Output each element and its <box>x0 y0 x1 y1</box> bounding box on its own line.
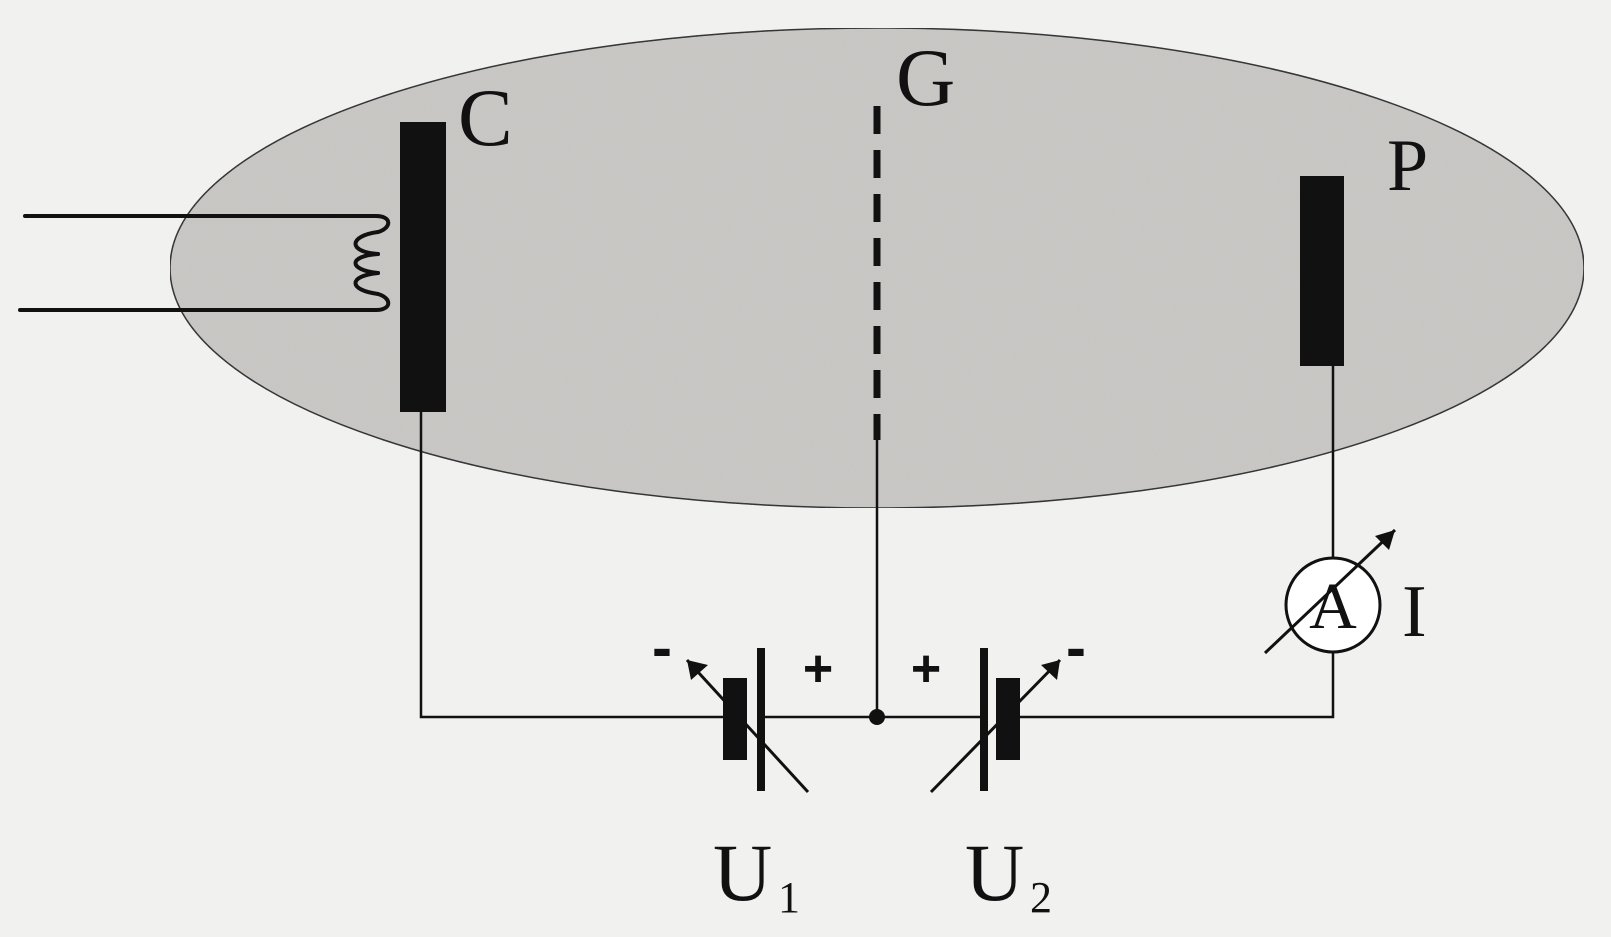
u2-negative-sign: - <box>1066 614 1086 681</box>
anode-plate <box>1300 176 1344 366</box>
grid-label: G <box>896 32 955 123</box>
plate-label: P <box>1387 125 1428 207</box>
variable-arrow-icon <box>929 658 1062 794</box>
voltage-u2-subscript: 2 <box>1030 873 1052 922</box>
voltage-u1-label: U <box>713 827 772 918</box>
ammeter <box>1263 528 1397 655</box>
junction-node <box>869 709 885 725</box>
current-label: I <box>1402 571 1427 653</box>
ammeter-label: A <box>1309 570 1357 643</box>
u2-positive-sign: + <box>911 640 941 698</box>
variable-arrow-icon <box>685 658 810 794</box>
battery-u1 <box>685 648 810 794</box>
cathode-plate <box>400 122 446 412</box>
voltage-u1-subscript: 1 <box>778 873 800 922</box>
u1-negative-sign: - <box>652 614 672 681</box>
cathode-label: C <box>458 72 513 163</box>
voltage-u2-label: U <box>965 827 1024 918</box>
u1-positive-sign: + <box>803 640 833 698</box>
adjust-arrow-icon <box>1263 528 1397 655</box>
heater-filament <box>18 214 391 312</box>
battery-u2 <box>929 648 1062 794</box>
circuit-wires <box>419 366 1335 719</box>
